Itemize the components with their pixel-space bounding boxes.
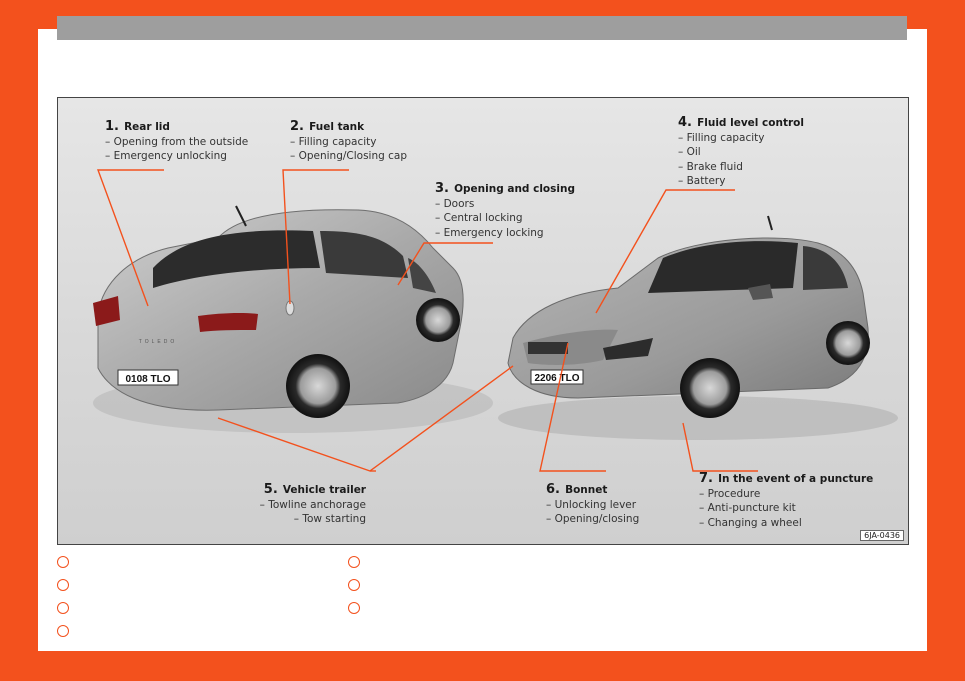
callout-rear-lid: 1. Rear lid – Opening from the outside –… bbox=[105, 118, 248, 164]
callout-item: – Filling capacity bbox=[290, 135, 377, 148]
callout-title: Opening and closing bbox=[454, 183, 575, 195]
callout-puncture: 7. In the event of a puncture – Procedur… bbox=[699, 470, 873, 530]
left-car: 0108 TLO TOLEDO bbox=[93, 205, 493, 433]
callout-item: – Towline anchorage bbox=[259, 498, 366, 511]
callout-item: – Battery bbox=[678, 175, 726, 187]
leader-lines bbox=[96, 169, 758, 472]
callout-number: 6. bbox=[546, 482, 560, 497]
callout-number: 2. bbox=[290, 119, 304, 134]
callout-title: Rear lid bbox=[124, 121, 170, 133]
callout-fluid-level: 4. Fluid level control – Filling capacit… bbox=[678, 114, 804, 189]
callout-number: 3. bbox=[435, 181, 449, 196]
callout-item: – Opening from the outside bbox=[105, 135, 249, 148]
callout-number: 4. bbox=[678, 115, 692, 130]
callout-vehicle-trailer: 5. Vehicle trailer – Towline anchorage –… bbox=[248, 481, 366, 527]
vehicle-overview-figure: 0108 TLO TOLEDO 2206 TLO bbox=[57, 97, 909, 545]
circle-marker-icon bbox=[57, 579, 69, 591]
left-car-badge: TOLEDO bbox=[139, 339, 177, 345]
circle-marker-icon bbox=[57, 625, 69, 637]
callout-title: Vehicle trailer bbox=[282, 484, 366, 496]
callout-item: – Opening/Closing cap bbox=[290, 150, 407, 162]
left-car-plate: 0108 TLO bbox=[125, 374, 170, 385]
leader-fuel-tank bbox=[282, 169, 349, 305]
header-bar bbox=[57, 16, 907, 40]
callout-fuel-tank: 2. Fuel tank – Filling capacity – Openin… bbox=[290, 118, 407, 164]
circle-marker-icon bbox=[57, 556, 69, 568]
callout-title: Fluid level control bbox=[697, 117, 804, 129]
callout-item: – Changing a wheel bbox=[699, 516, 802, 529]
circle-marker-icon bbox=[348, 579, 360, 591]
circle-marker-icon bbox=[57, 602, 69, 614]
callout-item: – Emergency unlocking bbox=[105, 150, 227, 162]
callout-number: 7. bbox=[699, 471, 713, 486]
callout-item: – Oil bbox=[678, 146, 701, 158]
callout-bonnet: 6. Bonnet – Unlocking lever – Opening/cl… bbox=[546, 481, 639, 527]
callout-title: Bonnet bbox=[565, 484, 608, 496]
callout-item: – Doors bbox=[435, 197, 475, 210]
callout-title: Fuel tank bbox=[309, 121, 365, 133]
leader-opening-closing bbox=[397, 242, 493, 286]
callout-item: – Opening/closing bbox=[546, 513, 640, 525]
leader-fluid-level bbox=[595, 189, 735, 314]
callout-number: 5. bbox=[263, 482, 278, 497]
leader-puncture bbox=[682, 422, 758, 472]
circle-marker-icon bbox=[348, 556, 360, 568]
callout-item: – Central locking bbox=[435, 212, 523, 224]
callout-item: – Emergency locking bbox=[435, 226, 544, 239]
leader-rear-lid bbox=[96, 169, 164, 307]
callout-item: – Unlocking lever bbox=[546, 498, 637, 511]
callout-item: – Brake fluid bbox=[678, 160, 743, 173]
callout-item: – Tow starting bbox=[293, 513, 366, 525]
vehicle-illustration: 0108 TLO TOLEDO 2206 TLO bbox=[93, 169, 898, 472]
callout-title: In the event of a puncture bbox=[718, 473, 874, 485]
circle-marker-icon bbox=[348, 602, 360, 614]
right-car-plate: 2206 TLO bbox=[534, 373, 579, 384]
callout-number: 1. bbox=[105, 119, 119, 134]
callout-item: – Anti-puncture kit bbox=[699, 502, 796, 514]
figure-code: 6JA-0436 bbox=[860, 530, 904, 541]
right-car: 2206 TLO bbox=[498, 215, 898, 440]
leader-bonnet bbox=[539, 342, 606, 472]
callout-opening-closing: 3. Opening and closing – Doors – Central… bbox=[435, 180, 575, 240]
callout-item: – Procedure bbox=[699, 487, 761, 500]
callout-item: – Filling capacity bbox=[678, 131, 765, 144]
